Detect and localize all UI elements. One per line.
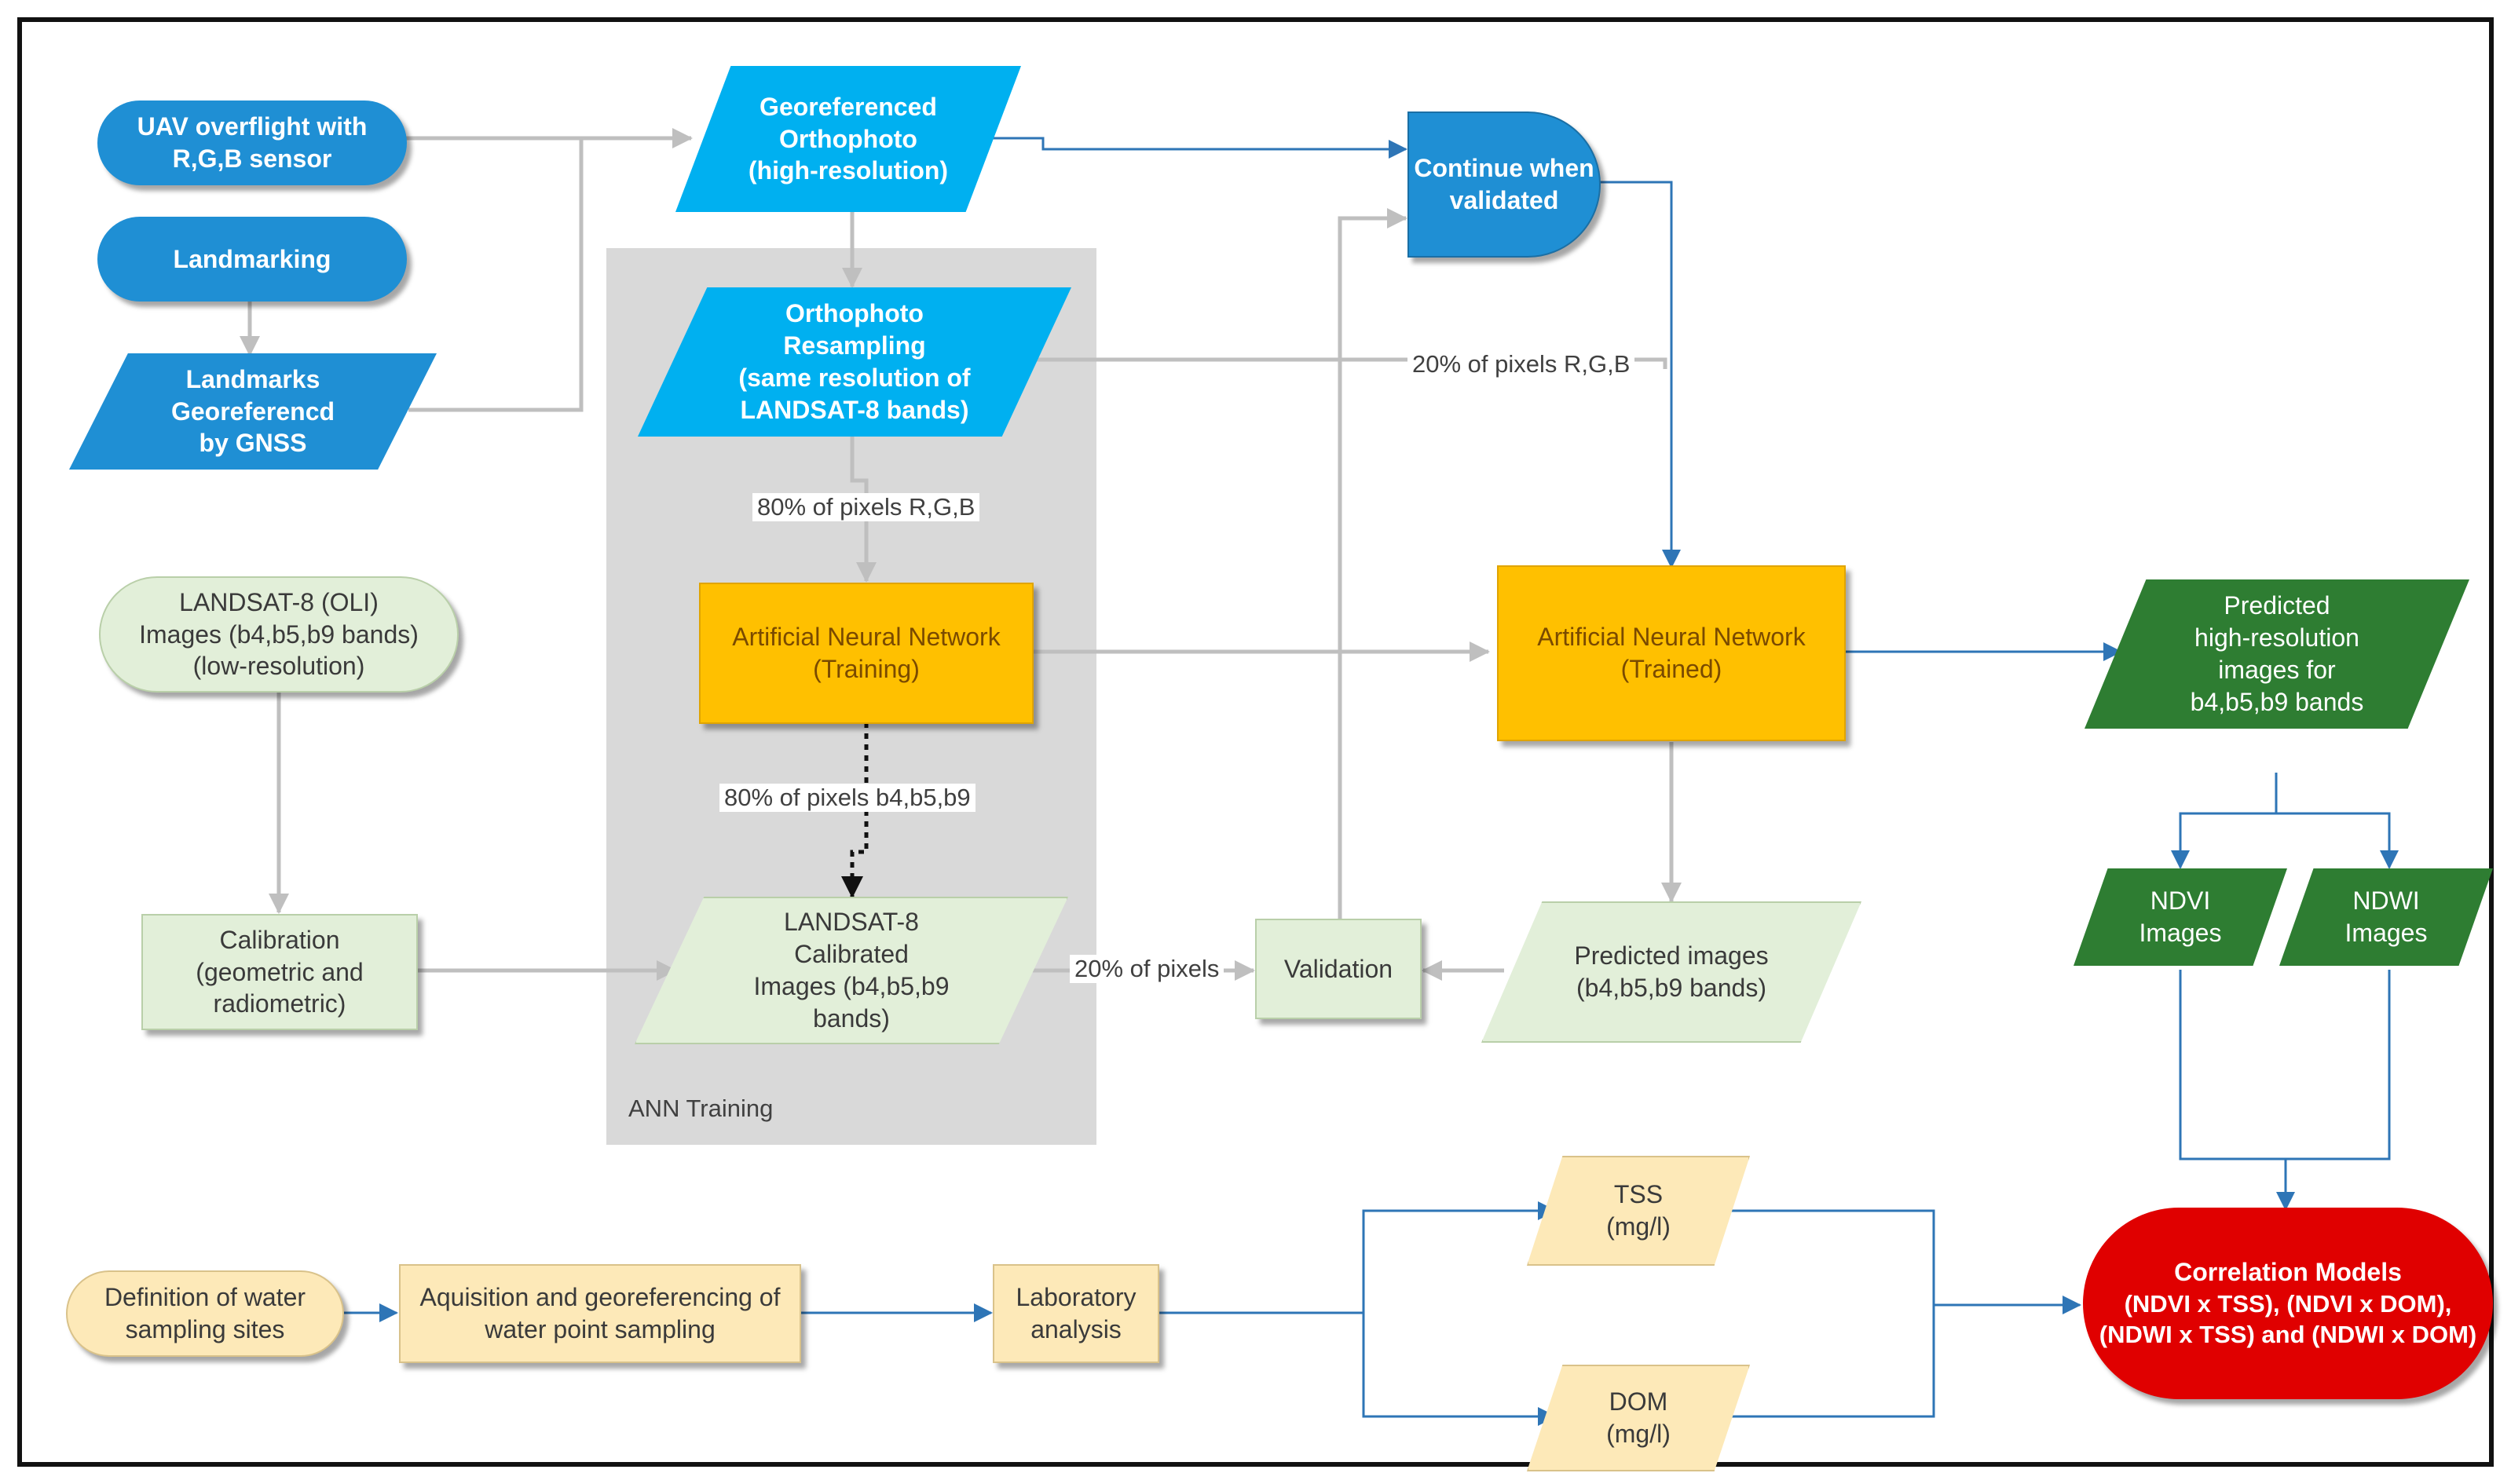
ann-training-group-label: ANN Training (628, 1095, 774, 1122)
node-landmarking: Landmarking (97, 217, 407, 302)
node-ndvi-images: NDVI Images (2074, 868, 2287, 966)
correlation-body: (NDVI x TSS), (NDVI x DOM), (NDWI x TSS)… (2099, 1289, 2477, 1349)
node-orthophoto-resampling: Orthophoto Resampling (same resolution o… (638, 287, 1071, 437)
label-20-pixels: 20% of pixels (1070, 955, 1224, 983)
node-predicted-images: Predicted images (b4,b5,b9 bands) (1481, 901, 1861, 1043)
node-ndwi-images: NDWI Images (2279, 868, 2493, 966)
node-landsat-oli: LANDSAT-8 (OLI) Images (b4,b5,b9 bands) … (99, 576, 459, 693)
edge-continue-trained (1599, 181, 1681, 568)
node-predicted-highres: Predicted high-resolution images for b4,… (2085, 579, 2469, 729)
edge-resampling-trained (1037, 357, 1667, 369)
edge-ann-calibrated-dotted (841, 722, 869, 898)
edge-landmarks-orthophoto (408, 138, 584, 412)
label-20-pixels-rgb: 20% of pixels R,G,B (1407, 350, 1635, 378)
node-tss: TSS (mg/l) (1527, 1156, 1750, 1266)
diagram-frame (17, 17, 2494, 1467)
edge-dom-correlation (1695, 1296, 2081, 1418)
node-continue-validated: Continue when validated (1407, 111, 1601, 258)
edge-laboratory-tss (1159, 1201, 1557, 1314)
edge-highres-ndwi (2276, 812, 2399, 869)
edge-ndvi-correlation (2179, 970, 2295, 1211)
edge-tss-correlation (1695, 1209, 1935, 1305)
label-80-pixels-rgb: 80% of pixels R,G,B (752, 493, 980, 521)
node-laboratory-analysis: Laboratory analysis (993, 1264, 1159, 1363)
correlation-title: Correlation Models (2174, 1257, 2402, 1286)
edge-highres-ndvi (2171, 773, 2278, 869)
edge-laboratory-dom (1362, 1313, 1557, 1426)
node-dom: DOM (mg/l) (1527, 1365, 1750, 1471)
edge-orthophoto-continue (982, 137, 1407, 159)
edge-resampling-ann (850, 434, 877, 583)
node-georeferenced-orthophoto: Georeferenced Orthophoto (high-resolutio… (675, 66, 1021, 212)
node-water-sampling-sites: Definition of water sampling sites (66, 1270, 344, 1357)
label-80-pixels-bands: 80% of pixels b4,b5,b9 (719, 784, 975, 812)
edge-validation-continue (1338, 208, 1407, 920)
edge-ndwi-correlation (2286, 970, 2391, 1161)
node-uav-overflight: UAV overflight with R,G,B sensor (97, 101, 407, 185)
node-ann-training: Artificial Neural Network (Training) (699, 583, 1034, 724)
node-landsat-calibrated: LANDSAT-8 Calibrated Images (b4,b5,b9 ba… (635, 897, 1068, 1044)
node-correlation-models: Correlation Models (NDVI x TSS), (NDVI x… (2083, 1208, 2493, 1399)
node-calibration: Calibration (geometric and radiometric) (141, 914, 418, 1030)
node-landmarks-gnss: Landmarks Georeferencd by GNSS (69, 353, 437, 470)
node-acquisition-georeferencing: Aquisition and georeferencing of water p… (399, 1264, 801, 1363)
node-validation: Validation (1255, 919, 1422, 1019)
node-ann-trained: Artificial Neural Network (Trained) (1497, 565, 1846, 741)
